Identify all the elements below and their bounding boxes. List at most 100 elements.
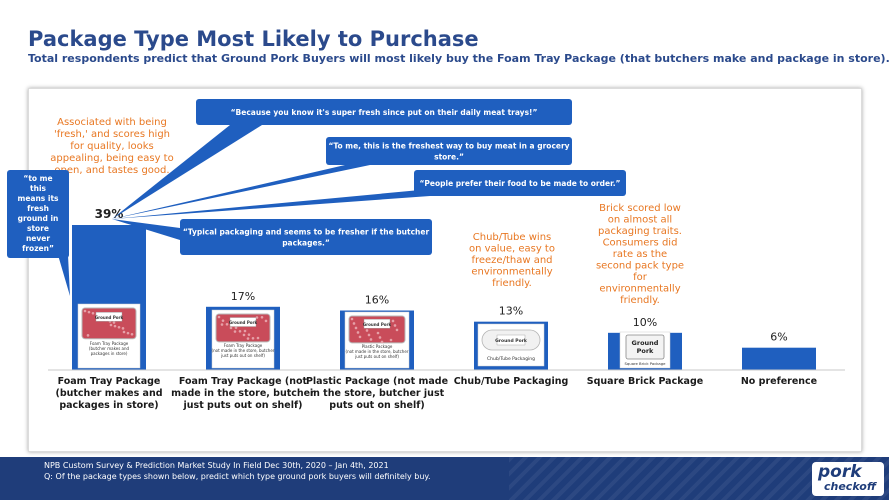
footer-question-note: Q: Of the package types shown below, pre…: [44, 472, 431, 481]
meat-texture-0: [87, 310, 91, 314]
footer-source-note: NPB Custom Survey & Prediction Market St…: [44, 461, 389, 470]
value-label-1: 17%: [231, 290, 255, 303]
package-badge-2: [363, 319, 391, 329]
side-quote-text: ground in: [18, 214, 59, 223]
meat-texture-0: [126, 331, 130, 335]
meat-texture-0: [83, 309, 87, 313]
quote-text-1: “To me, this is the freshest way to buy …: [328, 142, 569, 151]
side-quote-text: means its: [18, 194, 60, 203]
meat-texture-0: [121, 327, 125, 330]
meat-texture-2: [369, 338, 373, 341]
quote-text-3: “Typical packaging and seems to be fresh…: [183, 228, 430, 237]
meat-texture-1: [242, 333, 246, 337]
brick-package: [625, 334, 665, 360]
page-subtitle: Total respondents predict that Ground Po…: [28, 52, 889, 65]
meat-texture-2: [352, 322, 356, 325]
quote-text-3: packages.”: [282, 239, 330, 248]
meat-tray-1: [215, 313, 271, 343]
meat-texture-0: [117, 325, 121, 329]
meat-texture-1: [238, 329, 242, 333]
meat-texture-2: [378, 336, 382, 339]
meat-texture-2: [356, 331, 360, 334]
value-label-0: 39%: [95, 207, 124, 221]
side-quote-text: never: [26, 234, 50, 243]
annotation-foam-tray: Associated with being: [57, 117, 167, 128]
meat-texture-0: [91, 311, 95, 315]
meat-texture-1: [225, 322, 229, 326]
value-label-3: 13%: [499, 305, 523, 318]
annotation-foam-tray: for quality, looks: [70, 141, 154, 152]
meat-texture-1: [229, 326, 233, 330]
side-quote-text: fresh: [27, 204, 49, 213]
quote-bubble-3: [180, 219, 432, 255]
meat-texture-2: [393, 324, 397, 327]
category-label-5: No preference: [741, 376, 817, 387]
meat-texture-1: [243, 329, 247, 333]
quote-bubble-tail-3: [112, 219, 180, 240]
category-label-1: Foam Tray Package (not: [179, 376, 308, 387]
category-label-1: just puts out on shelf): [183, 400, 303, 411]
meat-texture-2: [354, 326, 358, 330]
category-label-0: Foam Tray Package: [58, 376, 161, 387]
annotation-foam-tray: 'fresh,' and scores high: [54, 129, 170, 140]
package-badge-text-1: Ground Pork: [229, 320, 258, 325]
meat-texture-1: [256, 336, 260, 340]
package-caption-2: (not made in the store, butcher: [346, 349, 409, 354]
package-badge-text-4: Ground: [632, 339, 659, 347]
annotation-foam-tray: appealing, being easy to: [50, 153, 173, 164]
annotation-chub: freeze/thaw and: [471, 255, 552, 266]
annotation-chub: Chub/Tube wins: [473, 232, 552, 243]
meat-texture-1: [246, 337, 250, 340]
annotation-brick: Brick scored low: [599, 203, 681, 214]
logo-text-bottom: checkoff: [824, 480, 876, 493]
package-badge-text-3: Ground Pork: [495, 338, 528, 344]
meat-texture-1: [220, 323, 224, 326]
category-label-2: in the store, butcher just: [310, 388, 445, 399]
side-quote-text: this: [30, 184, 46, 193]
meat-texture-2: [376, 331, 380, 335]
package-caption-1: Foam Tray Package: [224, 343, 263, 348]
quote-bubble-2: [414, 170, 626, 196]
package-caption-1: (not made in the store, butcher: [212, 348, 275, 353]
package-badge-text-4: Pork: [637, 347, 654, 355]
package-badge-text-0: Ground Pork: [95, 315, 124, 320]
meat-texture-2: [365, 329, 369, 332]
package-caption-2: just puts out on shelf): [354, 354, 399, 359]
annotation-chub: on value, easy to: [469, 244, 555, 255]
package-caption-1: just puts out on shelf): [220, 353, 265, 358]
meat-texture-2: [391, 319, 395, 323]
meat-texture-2: [358, 335, 362, 339]
category-label-1: made in the store, butcher: [171, 388, 315, 399]
quote-text-0: “Because you know it's super fresh since…: [231, 108, 538, 117]
value-label-4: 10%: [633, 316, 657, 329]
side-quote-text: frozen”: [22, 244, 54, 253]
logo-text-top: pork: [818, 462, 862, 482]
package-caption-0: Foam Tray Package: [90, 341, 129, 346]
meat-texture-2: [389, 338, 393, 342]
annotation-foam-tray: open, and tastes good.: [54, 165, 169, 176]
quote-bubble-1: [326, 137, 572, 165]
annotation-chub: friendly.: [492, 278, 532, 289]
meat-tray-2: [348, 315, 406, 344]
annotation-brick: rate as the: [613, 249, 667, 260]
side-quote-text: “to me: [23, 174, 52, 183]
meat-texture-1: [251, 336, 255, 340]
package-caption-0: packages in store): [91, 351, 128, 356]
annotation-brick: for: [633, 272, 648, 283]
meat-tray-0: [81, 307, 137, 340]
side-quote-tail: [58, 255, 70, 296]
annotation-brick: friendly.: [620, 295, 660, 306]
package-caption-3: Chub/Tube Packaging: [487, 356, 535, 362]
value-label-2: 16%: [365, 294, 389, 307]
package-badge-text-2: Ground Pork: [363, 322, 392, 327]
side-quote-bubble: [7, 170, 69, 258]
meat-texture-1: [217, 315, 221, 319]
meat-texture-1: [247, 333, 251, 336]
category-label-3: Chub/Tube Packaging: [454, 376, 569, 387]
meat-texture-0: [130, 332, 134, 336]
quote-bubble-0: [196, 99, 572, 125]
meat-texture-2: [380, 340, 384, 344]
quote-bubble-tail-1: [112, 165, 370, 219]
meat-texture-0: [122, 330, 126, 334]
